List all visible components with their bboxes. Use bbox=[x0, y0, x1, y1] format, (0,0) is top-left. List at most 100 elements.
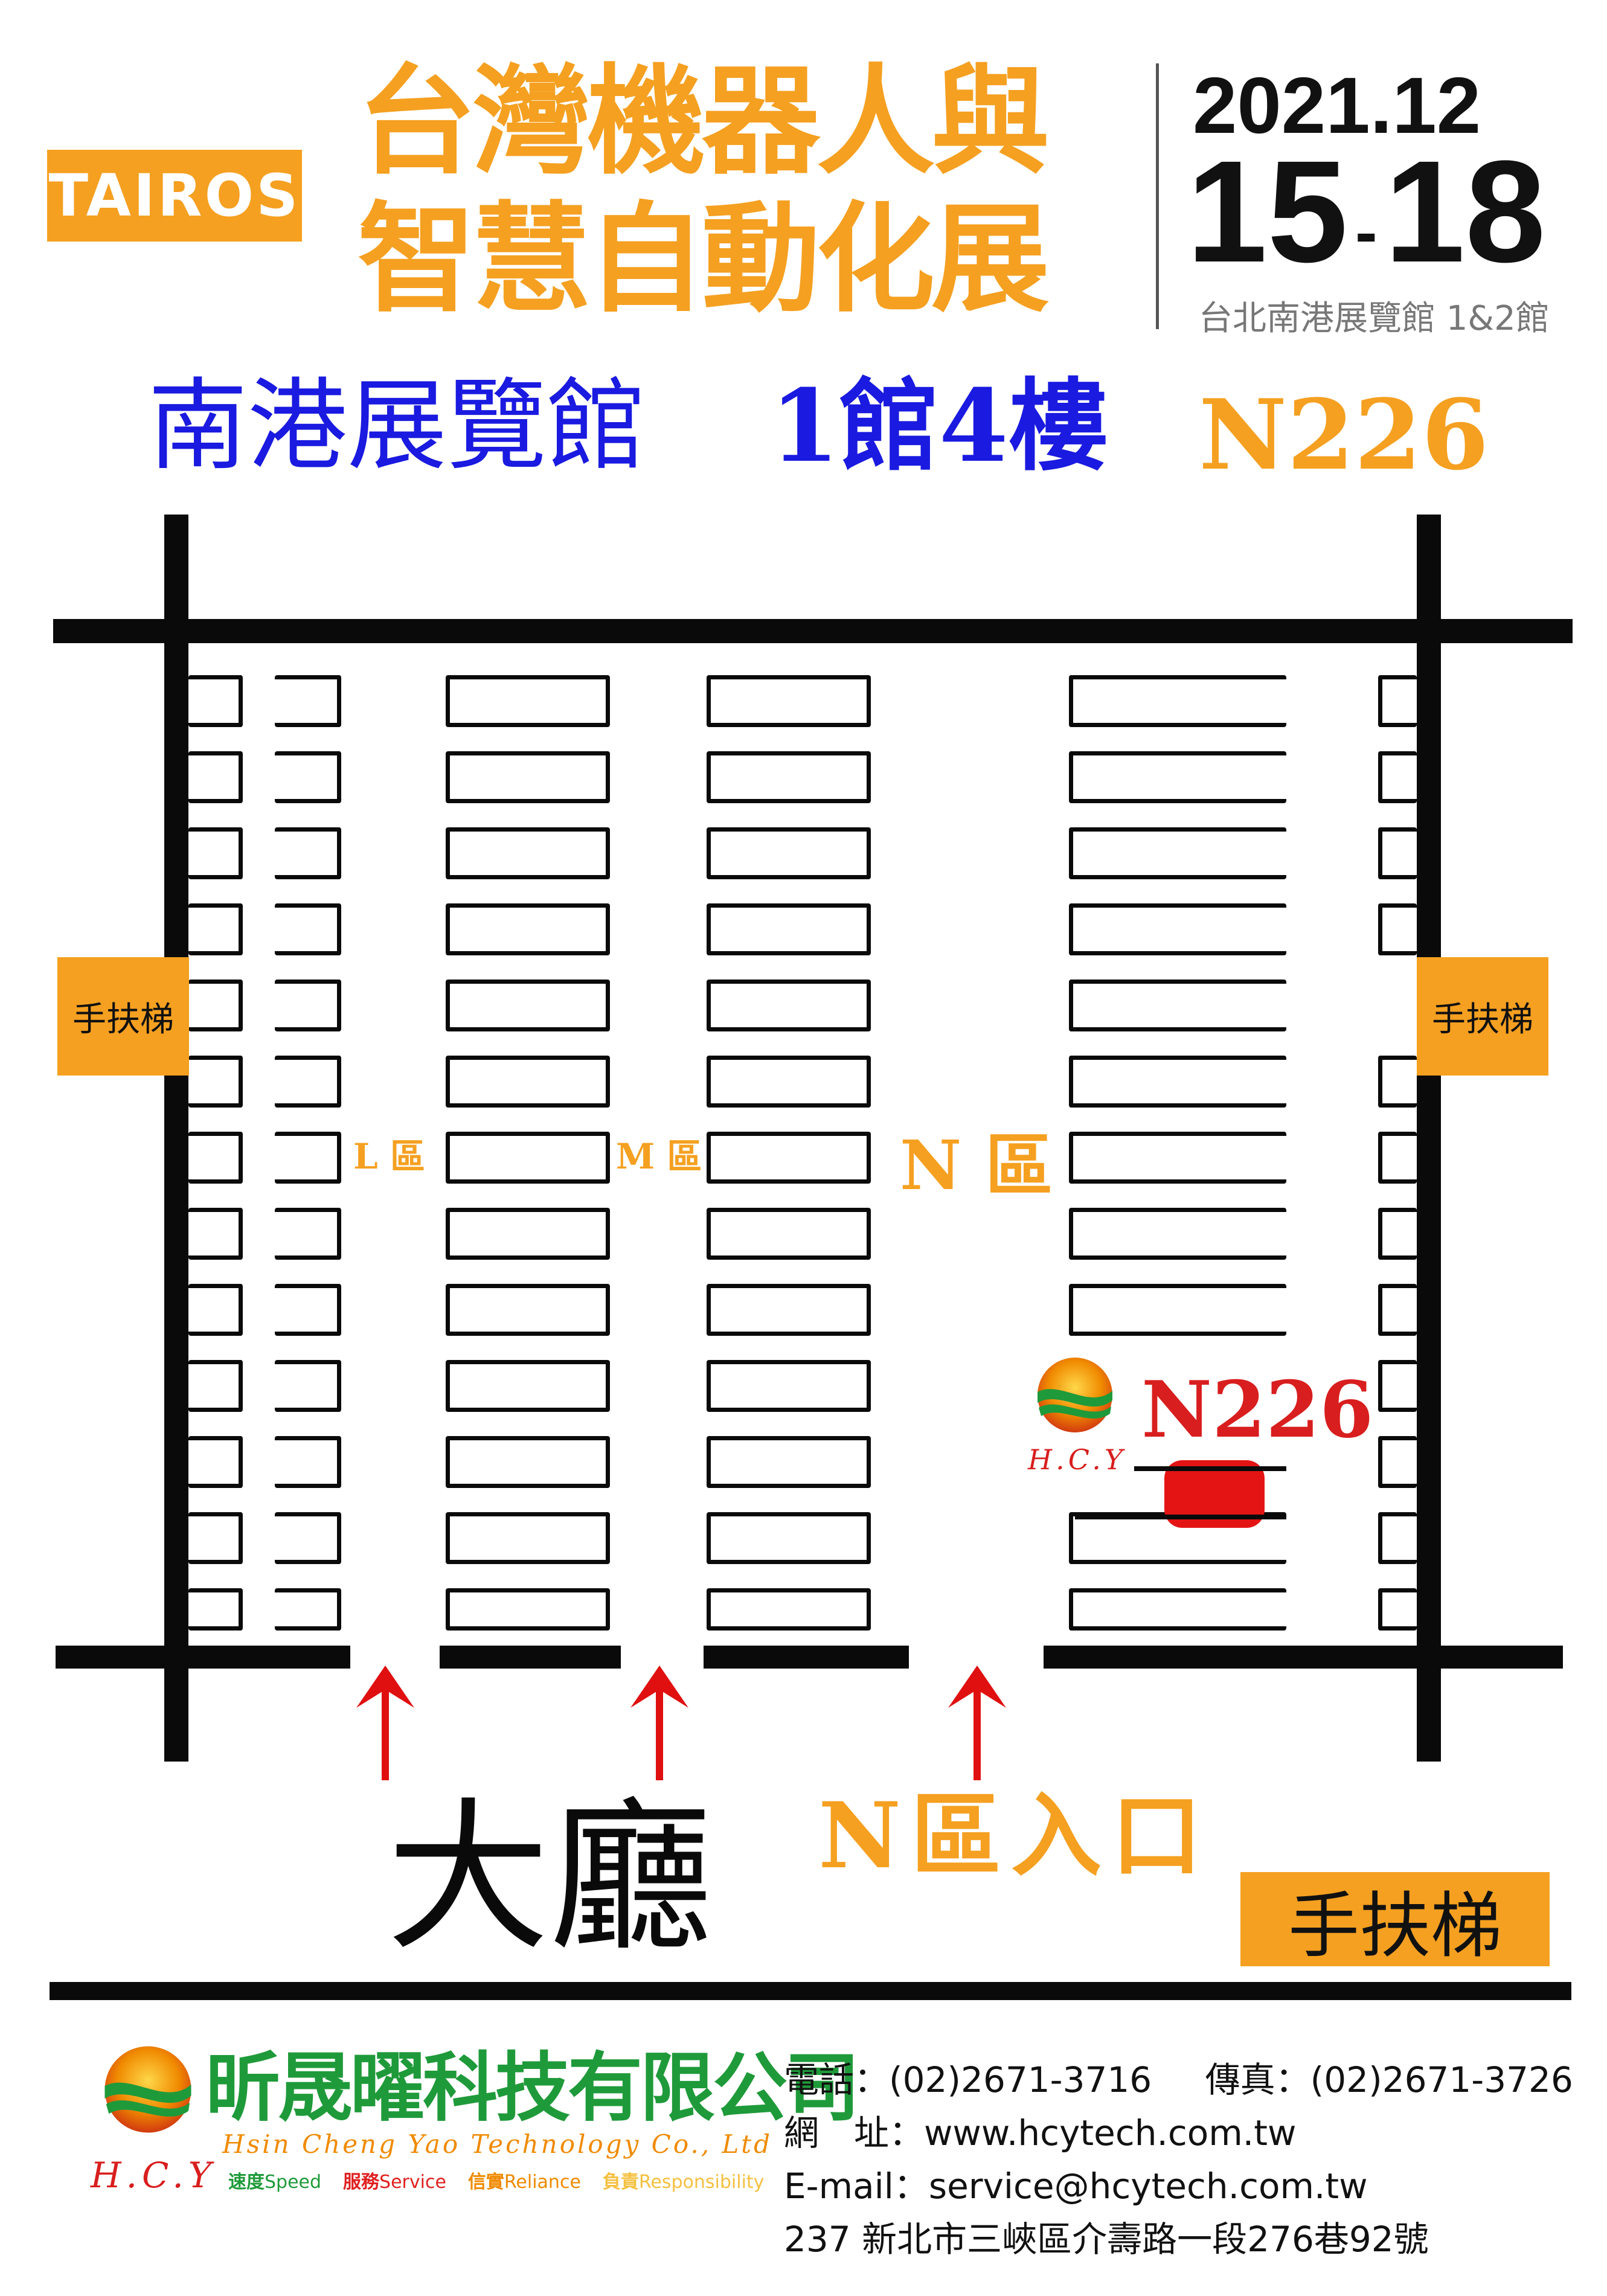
booth bbox=[446, 1132, 610, 1184]
booth bbox=[275, 1284, 341, 1336]
booth bbox=[188, 675, 243, 727]
booth bbox=[1069, 980, 1286, 1031]
booth bbox=[1069, 751, 1286, 803]
booth bbox=[188, 827, 243, 879]
slogan-row: 速度Speed 服務Service 信實Reliance 負責Responsib… bbox=[228, 2167, 764, 2193]
booth bbox=[707, 1588, 871, 1631]
booth bbox=[275, 1588, 341, 1631]
booth bbox=[707, 675, 871, 727]
hall-floor: 1館4樓 bbox=[770, 367, 1108, 484]
booth bbox=[1378, 1436, 1417, 1488]
company-logo bbox=[91, 2044, 205, 2135]
n-entrance-label: N區入口 bbox=[818, 1783, 1212, 1889]
booth bbox=[707, 1132, 871, 1184]
escalator-right-label: 手扶梯 bbox=[1432, 999, 1533, 1039]
company-english-name: Hsin Cheng Yao Technology Co., Ltd bbox=[222, 2129, 773, 2159]
date-dash: - bbox=[1355, 195, 1378, 269]
booth bbox=[188, 1284, 243, 1336]
company-name: 昕晟曜科技有限公司 bbox=[205, 2045, 860, 2132]
hcy-logo-icon bbox=[1038, 1358, 1112, 1432]
booth bbox=[275, 751, 341, 803]
booth bbox=[446, 1284, 610, 1336]
booth bbox=[188, 903, 243, 955]
escalator-right: 手扶梯 bbox=[1417, 957, 1548, 1076]
booth bbox=[446, 980, 610, 1031]
booth bbox=[707, 1360, 871, 1412]
date-start: 15 bbox=[1187, 130, 1348, 292]
booth bbox=[446, 1208, 610, 1260]
tairos-logo: TAIROS bbox=[47, 150, 302, 242]
contact-email[interactable]: E-mail：service@hcytech.com.tw bbox=[784, 2166, 1368, 2207]
booth bbox=[446, 1512, 610, 1564]
slogan-responsibility-en: Responsibility bbox=[638, 2172, 765, 2193]
booth bbox=[1069, 1056, 1286, 1108]
booth bbox=[446, 1360, 610, 1412]
booth bbox=[1069, 1208, 1286, 1260]
right-wall bbox=[1417, 515, 1441, 1762]
booth bbox=[1378, 1132, 1417, 1184]
booth bbox=[1069, 1132, 1286, 1184]
booth bbox=[1069, 827, 1286, 879]
booth-marker-label: N226 bbox=[1141, 1365, 1374, 1455]
booth bbox=[188, 1132, 243, 1184]
left-wall bbox=[164, 515, 188, 1762]
bottom-wall-segment-3 bbox=[704, 1646, 909, 1669]
slogan-speed-en: Speed bbox=[265, 2172, 322, 2193]
booth bbox=[1378, 827, 1417, 879]
booth bbox=[1069, 903, 1286, 955]
arrow-up-icon bbox=[948, 1666, 1006, 1780]
contact-website[interactable]: 網 址：www.hcytech.com.tw bbox=[784, 2112, 1297, 2153]
booth bbox=[446, 675, 610, 727]
contact-phone-fax-row: 電話：(02)2671-3716 傳真：(02)2671-3726 bbox=[784, 2053, 1573, 2106]
hcy-booth-logo-text: H.C.Y bbox=[1028, 1443, 1127, 1476]
top-wall bbox=[53, 619, 1573, 643]
booth-number-header: N226 bbox=[1199, 378, 1489, 492]
event-venue: 台北南港展覽館 1&2館 bbox=[1199, 299, 1550, 338]
booth bbox=[1378, 1056, 1417, 1108]
event-year-month: 2021.12 bbox=[1193, 61, 1481, 150]
escalator-bottom: 手扶梯 bbox=[1240, 1872, 1550, 1967]
booth bbox=[275, 827, 341, 879]
slogan-speed-zh: 速度 bbox=[228, 2172, 265, 2193]
event-title-line2: 智慧自動化展 bbox=[358, 191, 1050, 329]
slogan-service-en: Service bbox=[379, 2172, 446, 2193]
booth bbox=[275, 1360, 341, 1412]
booth bbox=[446, 903, 610, 955]
booth bbox=[1069, 1588, 1286, 1631]
escalator-left: 手扶梯 bbox=[57, 957, 189, 1076]
booth bbox=[707, 1208, 871, 1260]
booth bbox=[1378, 675, 1417, 727]
lobby-label: 大廳 bbox=[387, 1783, 713, 1973]
booth bbox=[707, 827, 871, 879]
zone-l-label: L 區 bbox=[353, 1136, 425, 1177]
booth bbox=[707, 1436, 871, 1488]
hcy-booth-logo bbox=[1027, 1356, 1123, 1434]
contact-phone: 電話：(02)2671-3716 bbox=[784, 2059, 1152, 2100]
booth bbox=[707, 903, 871, 955]
booth bbox=[1378, 1208, 1417, 1260]
booth bbox=[188, 1436, 243, 1488]
lobby-bottom-wall bbox=[50, 1982, 1571, 2000]
slogan-reliance-zh: 信實 bbox=[467, 2172, 504, 2193]
booth bbox=[446, 827, 610, 879]
hcy-logo-icon bbox=[104, 2046, 191, 2133]
booth bbox=[188, 1056, 243, 1108]
booth bbox=[707, 1284, 871, 1336]
slogan-responsibility-zh: 負責 bbox=[602, 2172, 639, 2193]
slogan-reliance-en: Reliance bbox=[504, 2172, 581, 2193]
slogan-service-zh: 服務 bbox=[343, 2172, 380, 2193]
booth bbox=[446, 1588, 610, 1631]
bottom-wall-segment-1 bbox=[56, 1646, 350, 1669]
booth bbox=[275, 675, 341, 727]
entrance-arrow-m bbox=[623, 1666, 696, 1780]
tairos-logo-text: TAIROS bbox=[48, 162, 301, 229]
zone-n-label: N 區 bbox=[900, 1126, 1053, 1205]
booth bbox=[188, 1588, 243, 1631]
booth bbox=[446, 1056, 610, 1108]
booth bbox=[1069, 675, 1286, 727]
zone-m-label: M 區 bbox=[616, 1136, 702, 1177]
booth bbox=[1378, 1588, 1417, 1631]
bottom-wall-segment-4 bbox=[1044, 1646, 1563, 1669]
contact-address: 237 新北市三峽區介壽路一段276巷92號 bbox=[784, 2219, 1429, 2260]
booth-divider bbox=[1134, 1466, 1286, 1471]
